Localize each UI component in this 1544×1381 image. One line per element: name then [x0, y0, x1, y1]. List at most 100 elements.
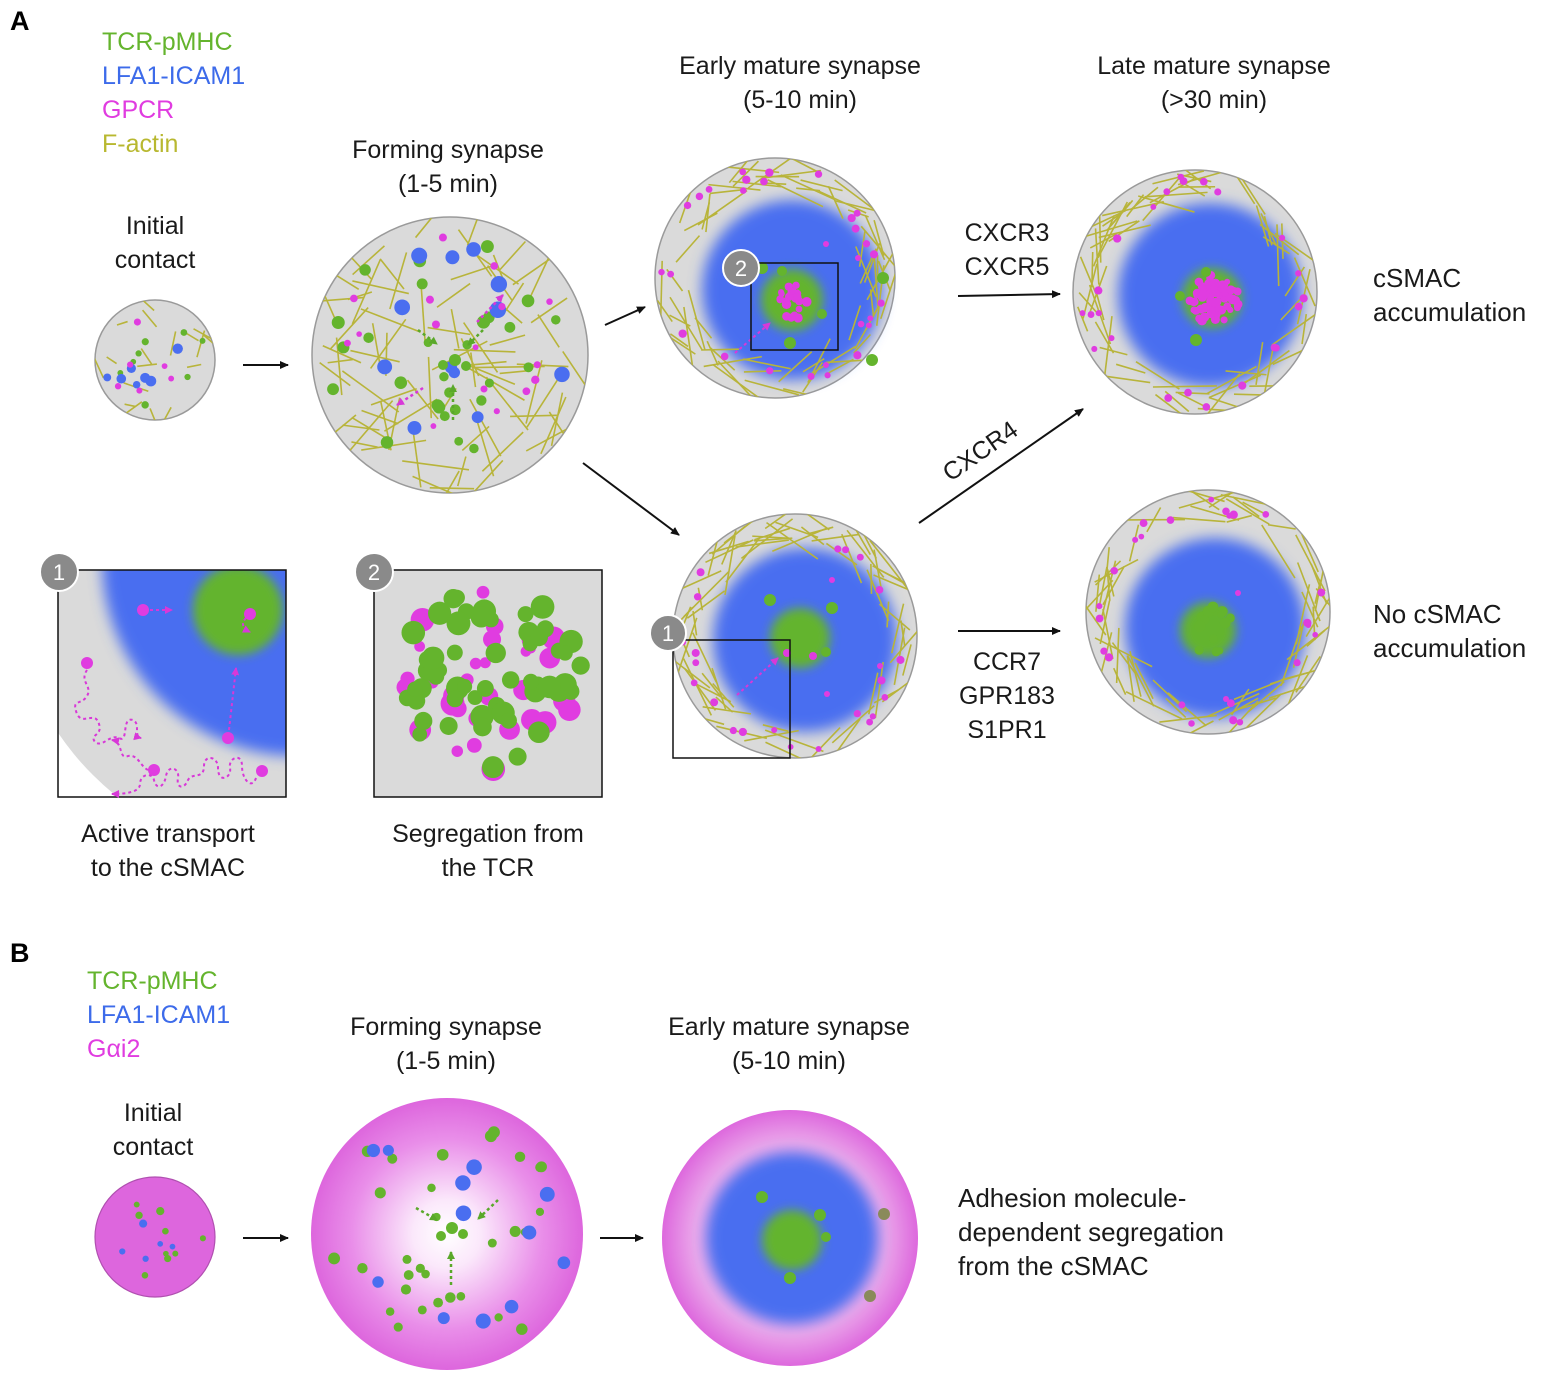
lfa1-dot [372, 1276, 383, 1287]
label-cxcr5: CXCR5 [965, 253, 1050, 281]
legend-b-lfa1: LFA1-ICAM1 [87, 1001, 230, 1029]
lfa1-dot [456, 1206, 472, 1222]
gpcr-dot [881, 694, 888, 701]
gpcr-dot [531, 376, 539, 384]
gpcr-dot [658, 269, 664, 275]
molecule-dot [501, 712, 517, 728]
gpcr-dot [439, 234, 447, 242]
molecule-dot [447, 611, 471, 635]
gpcr-dot [480, 385, 487, 392]
gpcr-dot [706, 186, 713, 193]
gpcr-dot [1177, 174, 1184, 181]
gpcr-dot [1080, 310, 1086, 316]
molecule-dot [412, 727, 427, 742]
gpcr-dot [494, 408, 500, 414]
gpcr-dot [1229, 716, 1237, 724]
gpcr-dot [473, 344, 479, 350]
gpcr-dot [863, 240, 870, 247]
cell-a-late-no-accumulation [1079, 486, 1337, 748]
tcr-dot [184, 374, 190, 380]
tcr-dot [469, 444, 479, 454]
gpcr-dot [350, 295, 358, 303]
gpcr-dot [867, 315, 873, 321]
molecule-dot [802, 297, 812, 307]
tcr-dot [328, 1253, 340, 1265]
molecule-dot [1208, 602, 1219, 613]
gpcr-dot [896, 656, 904, 664]
tcr-dot [457, 1292, 466, 1301]
gpcr-dot [870, 250, 878, 258]
gpcr-dot [866, 719, 873, 726]
tcr-dot [172, 1251, 178, 1257]
legend-b: TCR-pMHC LFA1-ICAM1 Gαi2 [87, 967, 230, 1063]
actin-filament [701, 349, 739, 350]
label-a-forming-1: Forming synapse [352, 136, 544, 164]
tcr-dot [381, 436, 394, 449]
lfa1-dot [140, 373, 150, 383]
label-a-initial-2: contact [115, 246, 196, 274]
label-a-early-2: (5-10 min) [743, 86, 857, 114]
legend-a-factin: F-actin [102, 130, 178, 158]
tcr-dot [424, 338, 433, 347]
gpcr-dot [1088, 311, 1095, 318]
gpcr-dot [1312, 632, 1318, 638]
gpcr-dot [691, 679, 698, 686]
lfa1-dot [411, 248, 427, 264]
tcr-dot [488, 1126, 500, 1138]
molecule-dot [1190, 298, 1198, 306]
cell-b-forming-synapse [311, 1098, 583, 1370]
molecule-dot [1209, 634, 1218, 643]
lfa1-dot [367, 1144, 380, 1157]
gpcr-dot [1299, 294, 1307, 302]
molecule-dot [531, 595, 555, 619]
lfa1-dot [119, 1248, 125, 1254]
gpcr-dot [1178, 701, 1185, 708]
gpcr-dot [1317, 589, 1325, 597]
gpcr-dot [127, 362, 133, 368]
molecule-dot [1192, 307, 1200, 315]
label-a-early-1: Early mature synapse [679, 52, 921, 80]
tcr-dot [357, 1263, 367, 1273]
legend-a-gpcr: GPCR [102, 96, 174, 124]
molecule-dot [1221, 316, 1228, 323]
gpcr-dot [858, 321, 865, 328]
molecule-dot [793, 293, 802, 302]
lfa1-dot [377, 359, 392, 374]
gpcr-dot [1096, 615, 1104, 623]
label-no-csmac-2: accumulation [1373, 633, 1526, 663]
gpcr-dot [1150, 204, 1156, 210]
tcr-dot [181, 329, 188, 336]
label-a-initial-1: Initial [126, 212, 184, 240]
gpcr-dot [1262, 511, 1269, 518]
tcr-dot [135, 1212, 142, 1219]
lfa1-dot [139, 1220, 147, 1228]
tcr-dot [439, 372, 448, 381]
gpcr-dot [1096, 310, 1102, 316]
molecule-dot [790, 312, 798, 320]
tcr-dot [536, 1208, 544, 1216]
legend-b-tcr: TCR-pMHC [87, 967, 218, 995]
tcr-dot [536, 1161, 547, 1172]
molecule-dot [572, 656, 590, 674]
lfa1-dot [476, 1313, 491, 1328]
arrow-a-forming-to-early [605, 307, 645, 325]
molecule-dot [785, 293, 793, 301]
tcr-dot [524, 362, 534, 372]
tcr-dot [135, 350, 141, 356]
label-b-outcome-3: from the cSMAC [958, 1251, 1149, 1281]
label-b-forming-1: Forming synapse [350, 1013, 542, 1041]
molecule-dot [523, 674, 539, 690]
label-a-late-1: Late mature synapse [1097, 52, 1330, 80]
cell-a-initial-contact [93, 300, 221, 427]
gpcr-dot [739, 728, 747, 736]
tcr-dot [163, 1251, 169, 1257]
lfa1-dot [455, 1175, 470, 1190]
tcr-dot [156, 1207, 164, 1215]
molecule-dot [1197, 316, 1207, 326]
tcr-dot [450, 404, 461, 415]
tcr-dot [427, 1184, 435, 1192]
label-b-early-1: Early mature synapse [668, 1013, 910, 1041]
gpcr-dot [710, 698, 718, 706]
gpcr-dot [815, 171, 822, 178]
molecule-dot [1232, 296, 1240, 304]
